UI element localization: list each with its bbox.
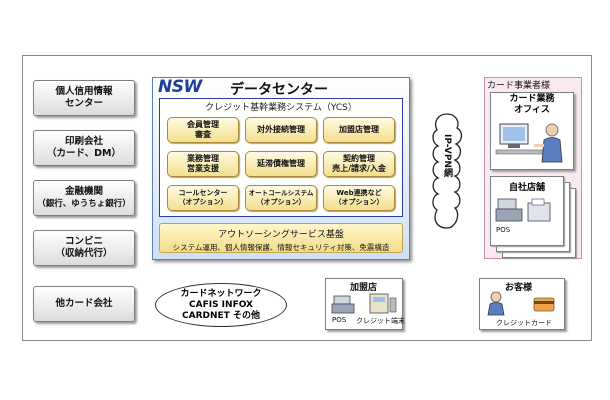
customer-icon — [487, 291, 555, 316]
module-business-management: 業務管理 営業支援 — [167, 151, 239, 177]
entity-printing-company: 印刷会社 （カード、DM） — [33, 130, 135, 166]
pos-register-icon — [495, 198, 551, 222]
entity-financial-institution: 金融機関 （銀行、ゆうちょ銀行） — [33, 180, 135, 216]
merchant-pos-label: POS — [332, 316, 347, 324]
module-contract-management: 契約管理 売上/請求/入金 — [323, 151, 395, 177]
module-member-management: 会員管理 審査 — [167, 117, 239, 143]
customer-title: お客様 — [505, 283, 533, 293]
cloud-icon — [432, 113, 463, 229]
card-network: カードネットワーク CAFIS INFOX CARDNET その他 — [155, 283, 287, 327]
module-merchant-management: 加盟店管理 — [323, 117, 395, 143]
office-label: カード業務 オフィス — [509, 94, 555, 115]
merchant-title: 加盟店 — [350, 283, 378, 293]
merchant-terminal-icon — [331, 293, 397, 314]
merchant-terminal-label: クレジット端末 — [356, 317, 405, 325]
module-auto-call: オートコールシステム （オプション） — [245, 185, 317, 211]
entity-other-card-company: 他カード会社 — [33, 286, 135, 322]
datacenter-title: データセンター — [230, 82, 328, 98]
outsourcing-subtitle: システム運用、個人情報保護、情報セキュリティ対策、免震構造 — [172, 243, 390, 252]
module-web-integration: Web連携など （オプション） — [323, 185, 395, 211]
nsw-logo: NSW — [158, 77, 202, 97]
vpn-label: IP-VPN網 — [442, 134, 452, 177]
outsourcing-box: アウトソーシングサービス基盤 システム運用、個人情報保護、情報セキュリティ対策、… — [159, 223, 403, 253]
entity-convenience-store: コンビニ （収納代行） — [33, 230, 135, 266]
customer-card-label: クレジットカード — [496, 319, 552, 327]
store-title: 自社店舗 — [508, 183, 545, 193]
module-delinquent-credit: 延滞債権管理 — [245, 151, 317, 177]
card-business-title: カード事業者様 — [487, 81, 551, 91]
module-external-connection: 対外接続管理 — [245, 117, 317, 143]
entity-credit-info-center: 個人信用情報 センター — [33, 80, 135, 116]
store-pos-label: POS — [496, 226, 511, 234]
module-call-center: コールセンター （オプション） — [167, 185, 239, 211]
office-worker-icon — [495, 123, 563, 163]
ycs-title: クレジット基幹業務システム（YCS） — [205, 103, 357, 113]
outsourcing-title: アウトソーシングサービス基盤 — [218, 230, 344, 240]
